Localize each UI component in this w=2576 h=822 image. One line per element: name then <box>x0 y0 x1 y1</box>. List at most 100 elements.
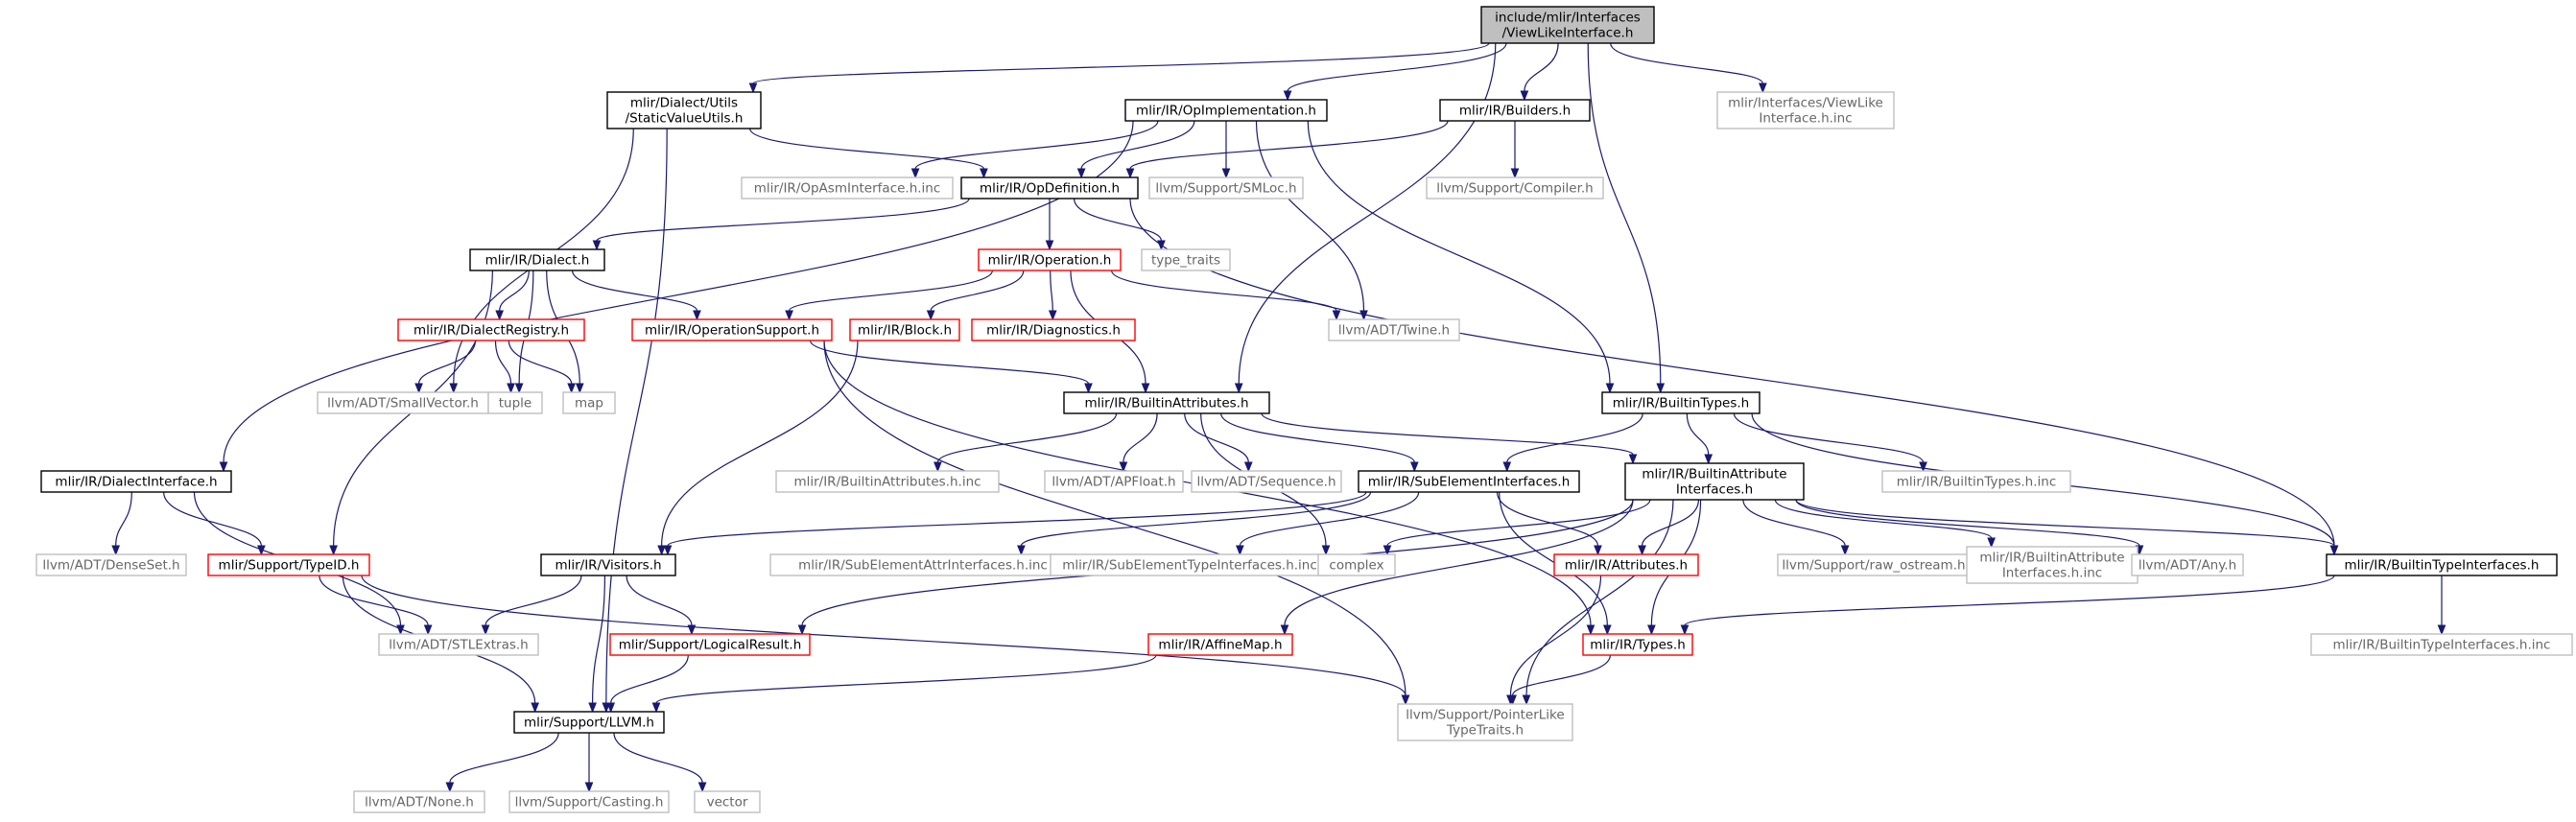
edge-builtin-attribute-interfaces-to-complex <box>1383 499 1651 556</box>
edge-dialect-to-operation-support <box>571 270 701 321</box>
node-label: /StaticValueUtils.h <box>626 111 744 127</box>
node-layer: include/mlir/Interfaces/ViewLikeInterfac… <box>35 6 2573 813</box>
arrowhead <box>575 383 584 394</box>
node-root[interactable]: include/mlir/Interfaces/ViewLikeInterfac… <box>1480 6 1655 44</box>
arrowhead <box>495 310 504 321</box>
edge-builders-to-op-definition <box>1125 120 1449 179</box>
edge-root-to-builders <box>1520 42 1559 102</box>
node-box <box>508 790 670 813</box>
node-visitors[interactable]: mlir/IR/Visitors.h <box>540 553 676 576</box>
node-box <box>1426 176 1604 200</box>
node-affine-map[interactable]: mlir/IR/AffineMap.h <box>1147 633 1293 656</box>
node-label: llvm/ADT/DenseSet.h <box>42 558 179 574</box>
node-subelement-attr-inc: mlir/IR/SubElementAttrInterfaces.h.inc <box>769 553 1076 576</box>
node-attributes[interactable]: mlir/IR/Attributes.h <box>1553 553 1699 576</box>
node-box <box>631 318 833 341</box>
node-smloc: llvm/Support/SMLoc.h <box>1148 176 1304 200</box>
arrowhead <box>531 702 539 714</box>
node-box <box>1439 99 1591 122</box>
arrowhead <box>2329 545 2339 556</box>
node-subelement-type-inc: mlir/IR/SubElementTypeInterfaces.h.inc <box>1050 553 1330 576</box>
node-static-value-utils[interactable]: mlir/Dialect/Utils/StaticValueUtils.h <box>606 91 762 129</box>
node-op-definition[interactable]: mlir/IR/OpDefinition.h <box>960 176 1139 200</box>
arrowhead <box>1234 383 1243 394</box>
arrowhead <box>1048 310 1057 321</box>
node-label: mlir/IR/Visitors.h <box>555 558 661 574</box>
arrowhead <box>219 461 228 473</box>
node-dialect-interface[interactable]: mlir/IR/DialectInterface.h <box>40 470 232 493</box>
node-label: Interfaces.h.inc <box>2002 566 2102 581</box>
node-dialect[interactable]: mlir/IR/Dialect.h <box>469 248 605 271</box>
edge-operation-to-diagnostics <box>1048 270 1057 321</box>
arrowhead <box>329 545 338 556</box>
node-label: /ViewLikeInterface.h <box>1502 26 1634 41</box>
node-builtin-types[interactable]: mlir/IR/BuiltinTypes.h <box>1601 391 1761 414</box>
arrowhead <box>567 383 576 394</box>
node-operation[interactable]: mlir/IR/Operation.h <box>978 248 1122 271</box>
node-label: mlir/IR/Builders.h <box>1459 104 1571 119</box>
edge-builtin-attribute-interfaces-to-builtin-attribute-interfaces-inc <box>1774 499 1996 549</box>
edge-builtin-type-interfaces-to-builtin-type-interfaces-inc <box>2437 575 2446 636</box>
node-map: map <box>562 391 616 414</box>
edge-op-definition-to-operation <box>1045 199 1054 251</box>
arrowhead <box>445 782 455 793</box>
arrowhead <box>1076 168 1086 179</box>
node-box <box>1624 462 1805 501</box>
node-label: mlir/IR/OpDefinition.h <box>980 181 1120 197</box>
node-builtin-types-inc: mlir/IR/BuiltinTypes.h.inc <box>1881 470 2071 493</box>
node-box <box>207 553 370 576</box>
edge-op-implementation-to-smloc <box>1221 120 1231 179</box>
node-label: mlir/IR/BuiltinTypes.h.inc <box>1897 475 2057 490</box>
edge-builtin-attribute-interfaces-to-pointer-like-type-traits <box>1522 499 1674 706</box>
node-operation-support[interactable]: mlir/IR/OperationSupport.h <box>631 318 833 341</box>
node-dialect-registry[interactable]: mlir/IR/DialectRegistry.h <box>397 318 585 341</box>
edge-visitors-to-stl-extras <box>481 575 582 636</box>
node-block[interactable]: mlir/IR/Block.h <box>849 318 960 341</box>
edge-operation-to-block <box>926 270 1025 321</box>
node-op-implementation[interactable]: mlir/IR/OpImplementation.h <box>1124 99 1328 122</box>
node-label: mlir/IR/BuiltinAttributes.h <box>1084 396 1248 411</box>
arrowhead <box>507 383 515 394</box>
node-type-id[interactable]: mlir/Support/TypeID.h <box>207 553 370 576</box>
edge-builtin-types-to-builtin-types-inc <box>1733 412 1927 473</box>
node-box <box>1397 703 1573 741</box>
node-builders[interactable]: mlir/IR/Builders.h <box>1439 99 1591 122</box>
node-box <box>1148 176 1304 200</box>
node-box <box>1582 633 1693 656</box>
node-small-vector: llvm/ADT/SmallVector.h <box>317 391 489 414</box>
node-label: TypeTraits.h <box>1446 723 1524 739</box>
edge-op-implementation-to-op-asm-interface-inc <box>910 120 1159 179</box>
arrowhead <box>1628 454 1638 465</box>
node-box <box>978 248 1122 271</box>
node-label: mlir/IR/BuiltinAttribute <box>1642 467 1786 482</box>
node-builtin-attributes[interactable]: mlir/IR/BuiltinAttributes.h <box>1063 391 1270 414</box>
arrowhead <box>657 545 666 556</box>
arrowhead <box>592 240 602 251</box>
node-label: mlir/Support/TypeID.h <box>219 558 360 574</box>
arrowhead <box>481 624 490 636</box>
node-builtin-type-interfaces[interactable]: mlir/IR/BuiltinTypeInterfaces.h <box>2326 553 2558 576</box>
edge-builtin-attribute-interfaces-to-attributes <box>1638 499 1700 556</box>
edge-op-implementation-to-op-definition <box>1076 120 1195 179</box>
edge-type-id-to-pointer-like-type-traits <box>361 575 1410 706</box>
node-types[interactable]: mlir/IR/Types.h <box>1582 633 1693 656</box>
node-label: mlir/IR/OpImplementation.h <box>1136 104 1316 119</box>
node-llvm-h[interactable]: mlir/Support/LLVM.h <box>513 711 665 734</box>
node-subelement-interfaces[interactable]: mlir/IR/SubElementInterfaces.h <box>1358 470 1580 493</box>
node-label: mlir/IR/DialectInterface.h <box>55 475 217 490</box>
edge-dialect-registry-to-map <box>508 340 576 394</box>
arrowhead <box>584 782 594 793</box>
node-label: mlir/IR/Diagnostics.h <box>986 323 1121 339</box>
node-twine: llvm/ADT/Twine.h <box>1328 318 1460 341</box>
arrowhead <box>980 168 988 179</box>
node-box <box>2310 633 2573 656</box>
arrowhead <box>1280 624 1289 636</box>
node-logical-result[interactable]: mlir/Support/LogicalResult.h <box>609 633 811 656</box>
edge-builtin-attributes-to-subelement-interfaces <box>1220 412 1419 473</box>
arrowhead <box>1243 461 1253 473</box>
node-label: mlir/IR/SubElementAttrInterfaces.h.inc <box>798 558 1048 574</box>
arrowhead <box>926 310 935 321</box>
node-tuple: tuple <box>487 391 543 414</box>
node-diagnostics[interactable]: mlir/IR/Diagnostics.h <box>971 318 1136 341</box>
